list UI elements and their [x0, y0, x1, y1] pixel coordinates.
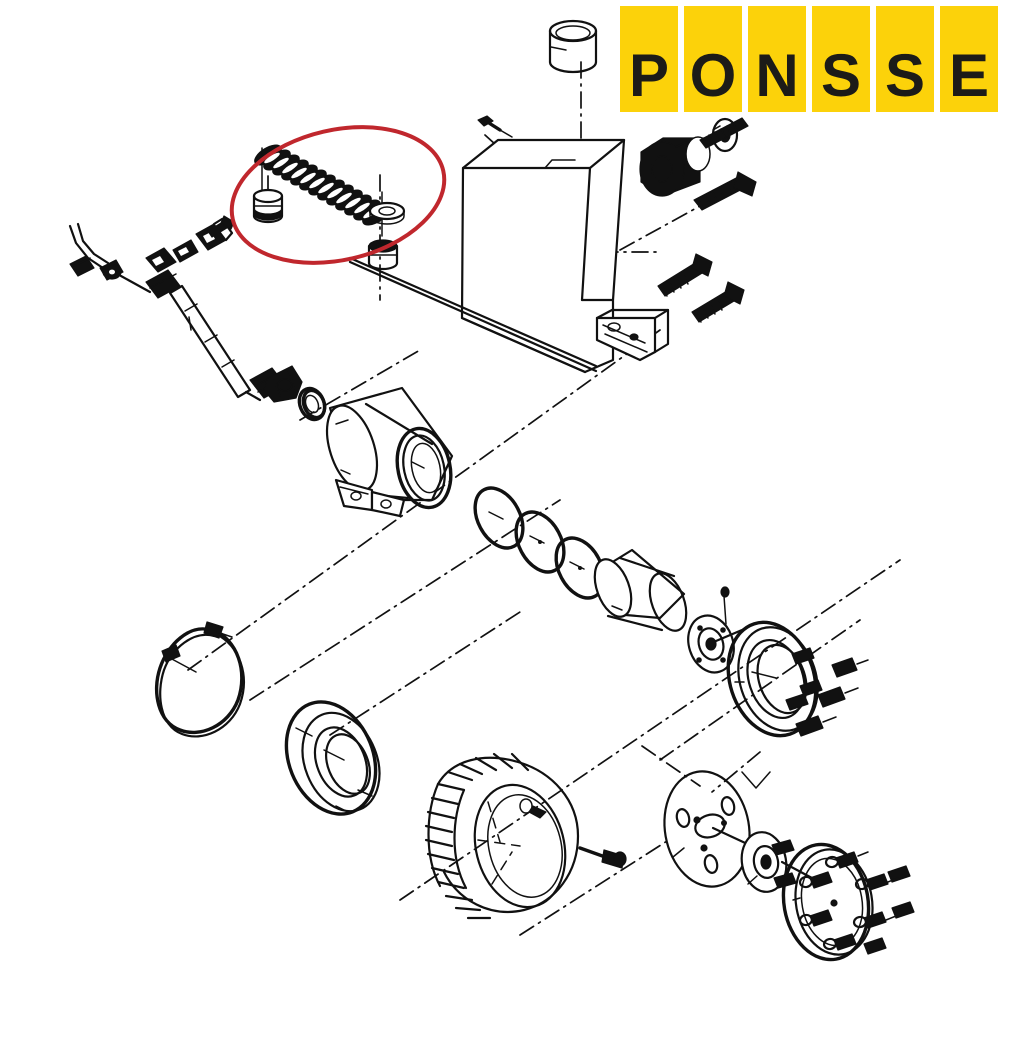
logo-tile-6: E: [940, 6, 998, 112]
part-socket-bolt-b: [691, 281, 745, 323]
logo-letter-p: P: [628, 42, 670, 109]
logo-tile-5: S: [876, 6, 934, 112]
part-brake-disc: [726, 620, 823, 738]
part-hub-flange: [740, 831, 814, 893]
part-sprocket-gear: [424, 752, 580, 920]
part-nut-b: [263, 365, 303, 403]
part-cover-plate: [641, 745, 771, 888]
part-guard-bracket: [348, 138, 670, 374]
part-spring-washer: [368, 201, 406, 225]
part-snap-ring: [155, 621, 245, 738]
part-motor-body: [301, 386, 454, 518]
part-shaft-rod: [168, 284, 262, 402]
part-small-screw: [477, 115, 513, 138]
part-cable-fitting: [99, 259, 152, 294]
logo-letter-s2: S: [884, 42, 926, 109]
part-socket-bolt-a: [657, 253, 713, 297]
part-clamp-b: [172, 239, 199, 263]
part-spring-bushing-right: [367, 239, 399, 271]
part-hex-bolt-a: [699, 117, 749, 149]
ponsse-logo: P O N S S E: [620, 6, 998, 112]
part-hex-bolt-b: [693, 171, 757, 211]
part-o-ring-1: [473, 486, 525, 550]
part-spring-bushing-left: [252, 188, 284, 224]
part-clamp-screw: [207, 215, 235, 238]
part-end-plate: [687, 586, 744, 674]
logo-tile-1: P: [620, 6, 678, 112]
logo-letter-s1: S: [820, 42, 862, 109]
logo-letter-e: E: [948, 42, 990, 109]
part-rotor: [593, 548, 688, 632]
part-o-ring-3: [554, 536, 606, 600]
logo-tile-2: O: [684, 6, 742, 112]
part-rubber-mount: [639, 136, 711, 197]
highlight-ellipse: [229, 125, 447, 265]
logo-tile-4: S: [812, 6, 870, 112]
part-top-bushing: [548, 19, 598, 74]
part-bearing: [284, 700, 381, 816]
part-control-cable: [68, 222, 110, 277]
part-o-ring-2: [514, 510, 566, 574]
part-clamp-a: [145, 247, 177, 273]
logo-letter-n: N: [755, 42, 799, 109]
part-disc-bolts: [795, 657, 869, 737]
part-wheel-hub: [781, 842, 915, 962]
logo-letter-o: O: [689, 42, 737, 109]
part-gear-screw: [578, 846, 627, 869]
logo-tile-3: N: [748, 6, 806, 112]
